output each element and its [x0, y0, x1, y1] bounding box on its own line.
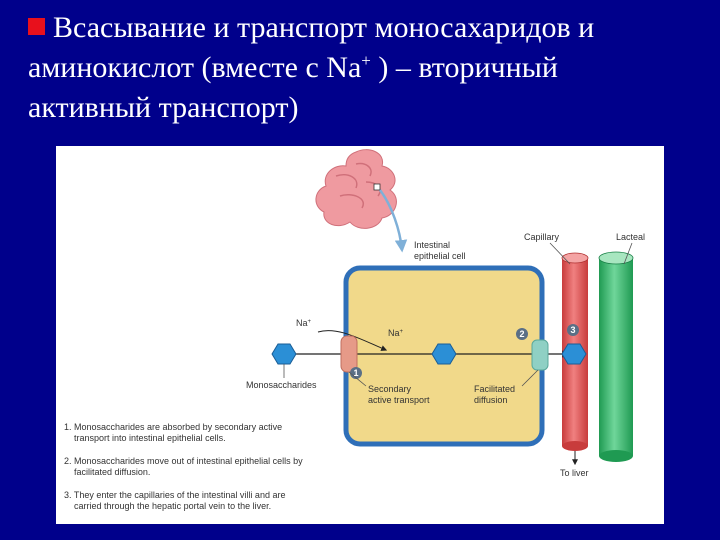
- monosaccharide-inside-hexagon: [431, 343, 457, 365]
- zoom-arrow: [378, 189, 408, 253]
- cell-label-line1: Intestinal: [414, 240, 450, 250]
- numbered-notes: 1. Monosaccharides are absorbed by secon…: [64, 422, 303, 511]
- monosaccharide-outside-hexagon: [271, 343, 297, 365]
- title-line-1: Всасывание и транспорт моносахаридов и: [28, 11, 594, 44]
- sodium-outside-label: Na+: [296, 318, 312, 328]
- lacteal-leader: [623, 242, 633, 265]
- to-liver-label: To liver: [560, 468, 589, 478]
- lacteal-vessel: [598, 251, 634, 462]
- note-2-line2: facilitated diffusion.: [74, 467, 150, 477]
- monosaccharide-capillary-hexagon: [561, 343, 587, 365]
- title-line-2: аминокислот (вместе с Na+ ) – вторичный: [28, 51, 558, 84]
- note-3-line2: carried through the hepatic portal vein …: [74, 501, 271, 511]
- step-1-marker: [350, 367, 362, 379]
- step-2-marker: [516, 328, 528, 340]
- facilitated-diffusion-label-line1: Facilitated: [474, 384, 515, 394]
- slide-title: Всасывание и транспорт моносахаридов и а…: [28, 8, 718, 128]
- note-1-line1: 1. Monosaccharides are absorbed by secon…: [64, 422, 282, 432]
- monosaccharides-label: Monosaccharides: [246, 380, 317, 390]
- svg-text:2: 2: [519, 329, 524, 339]
- step-3-marker: [567, 324, 579, 336]
- svg-text:3: 3: [570, 325, 575, 335]
- note-3-line1: 3. They enter the capillaries of the int…: [64, 490, 285, 500]
- lacteal-label: Lacteal: [616, 232, 645, 242]
- note-1-line2: transport into intestinal epithelial cel…: [74, 433, 226, 443]
- title-line-3: активный транспорт): [28, 91, 299, 124]
- secondary-active-label-line1: Secondary: [368, 384, 412, 394]
- facilitated-carrier-protein: [531, 339, 549, 371]
- facilitated-diffusion-label-line2: diffusion: [474, 395, 507, 405]
- cotransporter-protein: [340, 335, 358, 373]
- svg-text:1: 1: [353, 368, 358, 378]
- sodium-arrow: [317, 330, 388, 351]
- capillary-leader: [549, 242, 571, 265]
- secondary-active-label-line2: active transport: [368, 395, 430, 405]
- cell-label-line2: epithelial cell: [414, 251, 466, 261]
- capillary-label: Capillary: [524, 232, 560, 242]
- diagram-canvas: Intestinal epithelial cell Capillary Lac…: [64, 149, 645, 511]
- villus-illustration: [315, 149, 397, 229]
- transport-diagram: Intestinal epithelial cell Capillary Lac…: [56, 146, 664, 524]
- note-2-line1: 2. Monosaccharides move out of intestina…: [64, 456, 303, 466]
- sodium-inside-label: Na+: [388, 328, 404, 338]
- red-bullet-icon: [28, 18, 45, 35]
